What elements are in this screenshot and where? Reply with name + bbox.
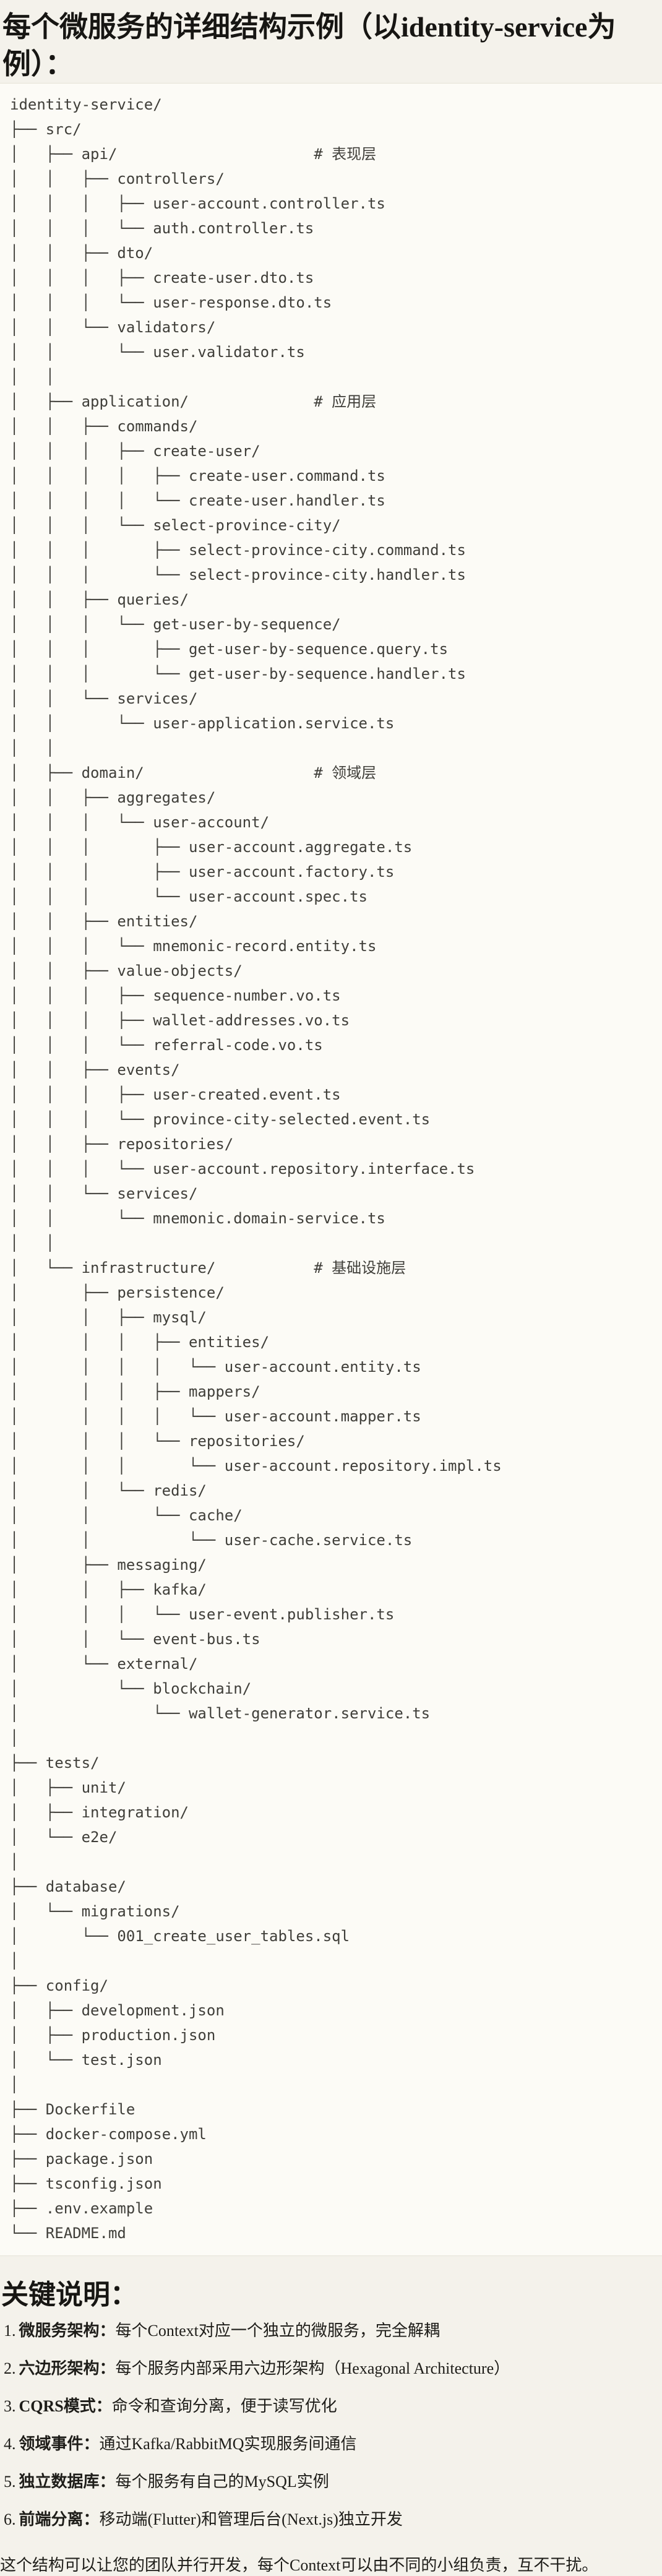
- list-item-text: 移动端(Flutter)和管理后台(Next.js)独立开发: [99, 2510, 403, 2529]
- list-item-label: 前端分离：: [19, 2510, 100, 2529]
- list-item: 5.独立数据库：每个服务有自己的MySQL实例: [4, 2471, 662, 2492]
- notes-list: 1.微服务架构：每个Context对应一个独立的微服务，完全解耦 2.六边形架构…: [0, 2320, 662, 2530]
- list-item: 4.领域事件：通过Kafka/RabbitMQ实现服务间通信: [4, 2434, 662, 2455]
- list-item-text: 命令和查询分离，便于读写优化: [111, 2397, 337, 2416]
- list-item-label: 独立数据库：: [19, 2473, 116, 2491]
- list-item-number: 2.: [4, 2359, 16, 2378]
- list-item-text: 通过Kafka/RabbitMQ实现服务间通信: [99, 2435, 357, 2453]
- code-block: identity-service/ ├── src/ │ ├── api/ # …: [0, 82, 662, 2256]
- list-item: 1.微服务架构：每个Context对应一个独立的微服务，完全解耦: [4, 2320, 662, 2341]
- list-item: 6.前端分离：移动端(Flutter)和管理后台(Next.js)独立开发: [4, 2509, 662, 2530]
- notes-heading: 关键说明：: [1, 2279, 137, 2310]
- page-title: 每个微服务的详细结构示例（以identity-service为例）：: [2, 11, 616, 80]
- list-item-number: 5.: [4, 2473, 16, 2491]
- list-item: 3.CQRS模式：命令和查询分离，便于读写优化: [4, 2396, 662, 2417]
- list-item-label: CQRS模式：: [19, 2397, 112, 2416]
- list-item-text: 每个服务有自己的MySQL实例: [115, 2473, 329, 2491]
- list-item-number: 3.: [4, 2397, 16, 2416]
- list-item-number: 1.: [4, 2322, 16, 2340]
- list-item-label: 微服务架构：: [19, 2322, 116, 2340]
- list-item-text: 每个Context对应一个独立的微服务，完全解耦: [115, 2322, 440, 2340]
- directory-tree: identity-service/ ├── src/ │ ├── api/ # …: [10, 95, 502, 2242]
- list-item-label: 六边形架构：: [19, 2359, 116, 2378]
- closing-paragraph: 这个结构可以让您的团队并行开发，每个Context可以由不同的小组负责，互不干扰…: [0, 2556, 598, 2575]
- list-item-number: 4.: [4, 2435, 16, 2453]
- document: 每个微服务的详细结构示例（以identity-service为例）： ident…: [0, 9, 662, 2576]
- list-item-label: 领域事件：: [19, 2435, 100, 2453]
- list-item-number: 6.: [4, 2510, 16, 2529]
- list-item-text: 每个服务内部采用六边形架构（Hexagonal Architecture）: [115, 2359, 510, 2378]
- list-item: 2.六边形架构：每个服务内部采用六边形架构（Hexagonal Architec…: [4, 2358, 662, 2379]
